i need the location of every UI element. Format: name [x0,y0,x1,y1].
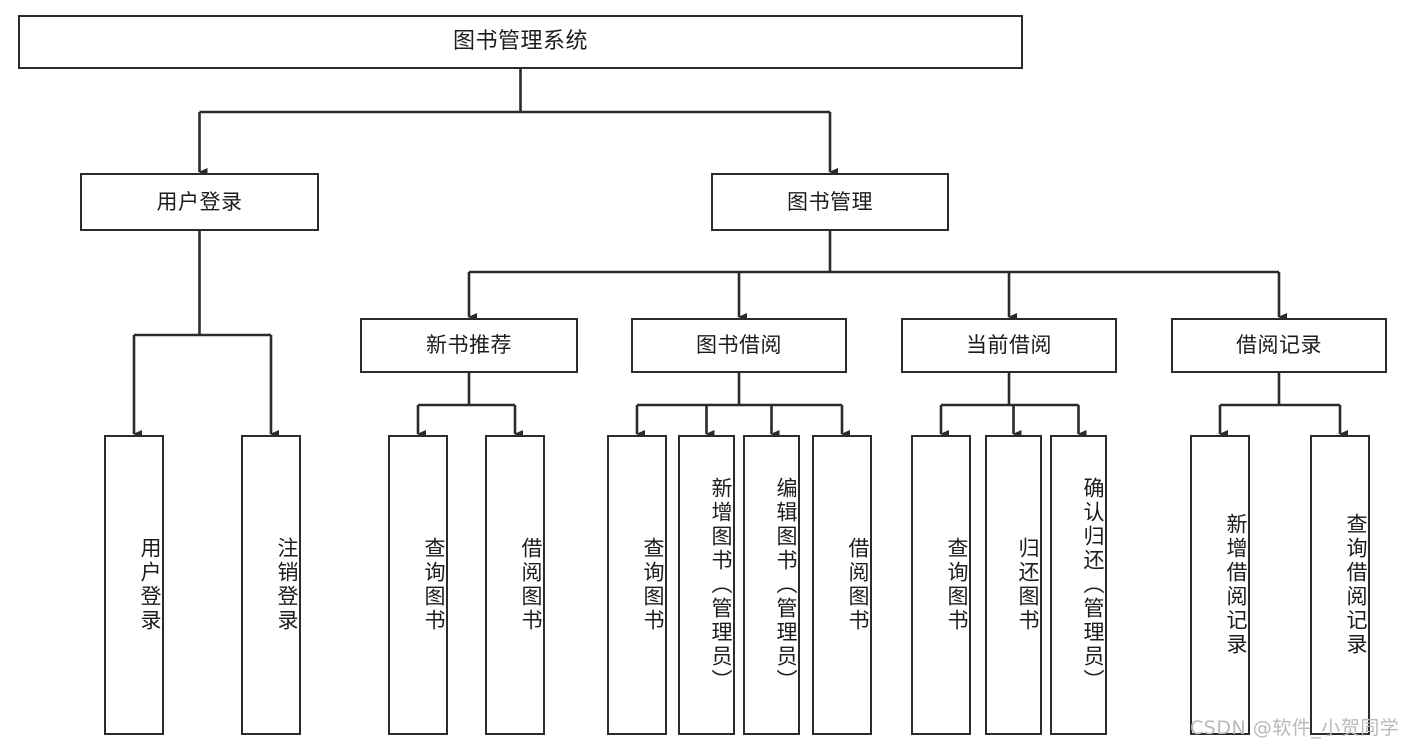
node-current-borrow[interactable]: 当前借阅 [901,318,1117,373]
node-label: 图书管理 [787,189,873,214]
node-label: 用户登录 [156,189,243,214]
node-label: 确认归还（管理员） [1081,477,1105,693]
node-label: 注销登录 [275,537,299,633]
leaf-borrow-book-new[interactable]: 借阅图书 [485,435,545,735]
node-label: 新增借阅记录 [1224,513,1248,657]
leaf-user-login[interactable]: 用户登录 [104,435,164,735]
node-label: 查询图书 [422,537,446,633]
leaf-return-book[interactable]: 归还图书 [985,435,1042,735]
leaf-edit-book-admin[interactable]: 编辑图书（管理员） [743,435,800,735]
node-label: 查询图书 [945,537,969,633]
node-label: 查询借阅记录 [1344,513,1368,657]
leaf-add-book-admin[interactable]: 新增图书（管理员） [678,435,735,735]
node-label: 新增图书（管理员） [709,477,733,693]
leaf-user-logout[interactable]: 注销登录 [241,435,301,735]
node-label: 查询图书 [641,537,665,633]
node-label: 借阅记录 [1236,333,1322,358]
leaf-query-book-current[interactable]: 查询图书 [911,435,971,735]
node-label: 归还图书 [1016,537,1040,633]
node-new-book-recommend[interactable]: 新书推荐 [360,318,578,373]
node-book-borrow[interactable]: 图书借阅 [631,318,847,373]
node-label: 用户登录 [138,537,162,633]
node-label: 新书推荐 [426,333,512,358]
node-label: 图书借阅 [696,333,782,358]
leaf-query-book-new[interactable]: 查询图书 [388,435,448,735]
leaf-borrow-book[interactable]: 借阅图书 [812,435,872,735]
leaf-query-book-borrow[interactable]: 查询图书 [607,435,667,735]
node-label: 当前借阅 [966,333,1052,358]
node-borrow-record[interactable]: 借阅记录 [1171,318,1387,373]
csdn-watermark: CSDN @软件_小贺同学 [1190,717,1400,739]
leaf-query-borrow-record[interactable]: 查询借阅记录 [1310,435,1370,735]
node-label: 借阅图书 [519,537,543,633]
node-book-management[interactable]: 图书管理 [711,173,949,231]
node-label: 图书管理系统 [452,29,588,55]
node-label: 编辑图书（管理员） [774,477,798,693]
node-user-login[interactable]: 用户登录 [80,173,319,231]
leaf-add-borrow-record[interactable]: 新增借阅记录 [1190,435,1250,735]
node-root[interactable]: 图书管理系统 [18,15,1023,69]
node-label: 借阅图书 [846,537,870,633]
leaf-confirm-return-admin[interactable]: 确认归还（管理员） [1050,435,1107,735]
